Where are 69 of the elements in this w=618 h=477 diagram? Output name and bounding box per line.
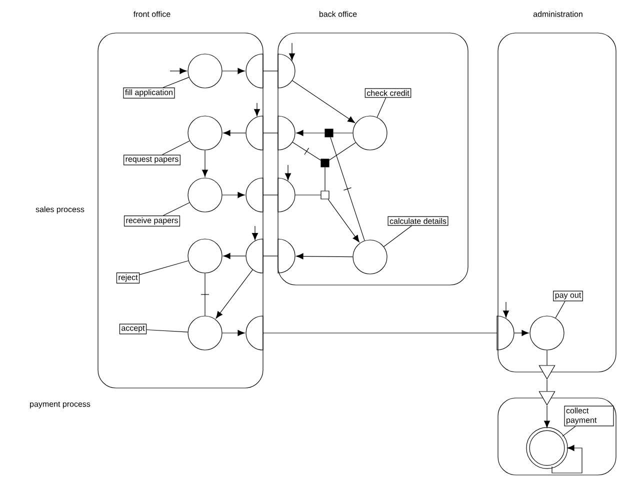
square [324, 128, 334, 138]
place-circle [352, 240, 388, 274]
arrow [289, 42, 295, 60]
loop-arrow [552, 445, 582, 474]
place-circle [530, 316, 564, 350]
place-circle [188, 116, 222, 150]
lane-heading: administration [533, 11, 582, 17]
rounded-box [498, 398, 616, 476]
arrow [223, 130, 246, 136]
arrow [514, 330, 529, 336]
arrow [285, 164, 291, 180]
connector-line [329, 142, 356, 160]
leader-line [376, 97, 386, 118]
arrow [544, 405, 550, 428]
lane-heading: back office [319, 11, 357, 17]
arrow [254, 102, 260, 116]
leader-line [162, 140, 190, 156]
label-box: accept [119, 324, 147, 334]
arrow [503, 302, 510, 318]
place-circle [188, 238, 222, 274]
row-label: payment process [30, 402, 90, 408]
arrow [328, 199, 360, 242]
connector-line [333, 132, 353, 134]
arrow [170, 68, 187, 74]
label-box: fill application [123, 87, 175, 99]
leader-line [555, 300, 566, 318]
connector-line [324, 167, 326, 191]
arrow [296, 130, 325, 136]
leader-line [162, 77, 190, 88]
connector-line [262, 132, 278, 134]
connector-line [330, 137, 365, 241]
arrow [202, 150, 208, 177]
connector-line [295, 194, 321, 196]
connector-line [546, 379, 548, 392]
arrow [222, 192, 245, 198]
arrow [222, 68, 245, 74]
connector-line [292, 142, 321, 161]
leader-line [562, 426, 576, 437]
label-box: reject [116, 272, 140, 284]
leader-line [139, 260, 189, 275]
leader-line [146, 329, 188, 332]
connector-line [262, 70, 278, 72]
place-circle [188, 316, 222, 350]
arrow [296, 253, 353, 260]
place-circle [188, 54, 222, 88]
connector-line [546, 350, 548, 366]
place-circle [188, 178, 222, 212]
arrow [292, 80, 355, 123]
arrow [252, 226, 258, 240]
label-box: receive papers [124, 215, 180, 227]
arrow [216, 270, 253, 319]
row-label: sales process [36, 206, 84, 214]
double-circle [526, 427, 568, 469]
label-box: request papers [124, 154, 180, 166]
connector-line [262, 194, 278, 196]
place-circle [352, 116, 388, 150]
arrow [222, 330, 245, 336]
label-box: check credit [364, 88, 412, 98]
connector-line [200, 273, 210, 316]
lane-heading: front office [134, 11, 170, 17]
label-box: calculate details [388, 216, 448, 226]
label-box: pay out [553, 290, 583, 302]
leader-line [162, 202, 190, 216]
connector-line [262, 332, 498, 334]
square [320, 190, 330, 200]
leader-line [384, 225, 412, 247]
arrow [223, 253, 246, 259]
square [320, 158, 330, 168]
label-box: collect payment [564, 406, 614, 426]
